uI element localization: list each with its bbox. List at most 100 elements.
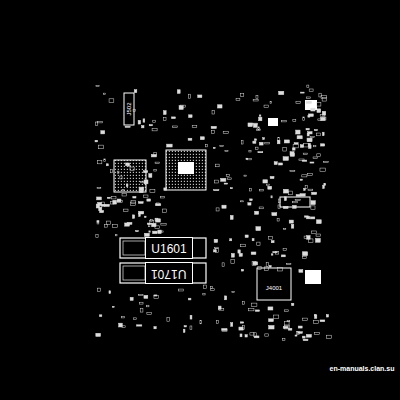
smd-part (104, 225, 107, 228)
smd-part (253, 262, 258, 265)
smd-part (290, 152, 294, 156)
smd-part (255, 310, 259, 311)
smd-part (111, 197, 116, 199)
smd-part (298, 332, 303, 334)
smd-part (97, 121, 102, 123)
smd-part (214, 247, 218, 248)
smd-part (306, 128, 309, 130)
smd-part (120, 176, 122, 179)
slot-mark (123, 266, 145, 280)
smd-part (214, 239, 218, 242)
smd-part (164, 118, 166, 121)
smd-part (133, 109, 136, 111)
smd-part (161, 196, 165, 198)
memory-slot (120, 263, 206, 283)
smd-part (258, 127, 260, 130)
smd-part (131, 200, 135, 203)
smd-part (117, 171, 119, 173)
smd-part (283, 157, 288, 161)
smd-part (134, 90, 137, 93)
smd-part (183, 329, 185, 332)
smd-part (96, 234, 98, 237)
smd-part (253, 99, 258, 101)
smd-part (326, 335, 331, 338)
smd-part (313, 320, 318, 323)
smd-part (299, 270, 303, 273)
smd-part (241, 140, 243, 144)
smd-part (265, 334, 269, 336)
smd-part (314, 130, 317, 131)
smd-part (310, 217, 314, 219)
smd-part (153, 120, 156, 122)
slot-mark (123, 241, 145, 255)
smd-part (255, 147, 258, 149)
smd-part (296, 130, 300, 134)
smd-part (303, 257, 307, 259)
smd-part (149, 125, 152, 126)
smd-part (310, 162, 314, 163)
smd-part (130, 167, 134, 170)
smd-part (283, 206, 288, 208)
smd-part (241, 244, 246, 247)
smd-part (253, 124, 257, 128)
smd-part (148, 224, 150, 227)
smd-part (279, 199, 281, 203)
smd-part (119, 323, 123, 327)
smd-part (320, 144, 324, 146)
smd-part (138, 120, 140, 124)
smd-part (112, 306, 114, 307)
chip-logo (178, 162, 194, 174)
smd-part (139, 213, 141, 216)
smd-part (242, 302, 244, 304)
smd-part (283, 189, 288, 193)
smd-part (130, 202, 135, 205)
smd-part (214, 190, 219, 191)
smd-part (283, 228, 285, 229)
smd-part (256, 96, 258, 99)
smd-part (143, 119, 145, 122)
smd-part (144, 295, 148, 298)
smd-part (313, 145, 315, 146)
smd-part (239, 327, 243, 330)
smd-part (311, 108, 315, 111)
smd-part (308, 143, 310, 146)
smd-part (268, 236, 272, 239)
smd-part (101, 131, 105, 134)
smd-part (149, 174, 152, 178)
smd-part (225, 296, 227, 300)
smd-part (321, 117, 326, 120)
smd-part (268, 307, 273, 310)
smd-part (147, 199, 151, 201)
smd-part (322, 132, 324, 136)
smd-part (324, 183, 326, 185)
reference-designator: U1701 (151, 267, 186, 281)
smd-part (320, 320, 325, 322)
smd-part (290, 153, 294, 156)
smd-part (133, 196, 136, 198)
smd-part (315, 315, 317, 318)
smd-part (248, 123, 252, 127)
smd-part (96, 85, 99, 86)
smd-part (220, 145, 224, 146)
smd-part (301, 92, 304, 93)
smd-part (308, 114, 313, 117)
smd-part (200, 137, 204, 140)
smd-part (288, 328, 292, 330)
component-label-box: J4001 (263, 274, 285, 296)
smd-part (303, 339, 308, 341)
smd-part (312, 231, 317, 233)
smd-part (326, 315, 328, 318)
smd-part (320, 168, 325, 172)
smd-part (245, 335, 247, 337)
smd-part (189, 115, 192, 118)
smd-part (263, 138, 265, 140)
smd-part (259, 190, 263, 191)
smd-part (294, 143, 298, 144)
smd-part (105, 204, 110, 206)
smd-part (115, 235, 117, 236)
smd-part (97, 222, 99, 224)
smd-part (161, 231, 163, 232)
reference-designator: J4001 (266, 285, 282, 291)
smd-part (236, 98, 240, 100)
smd-part (291, 224, 293, 228)
